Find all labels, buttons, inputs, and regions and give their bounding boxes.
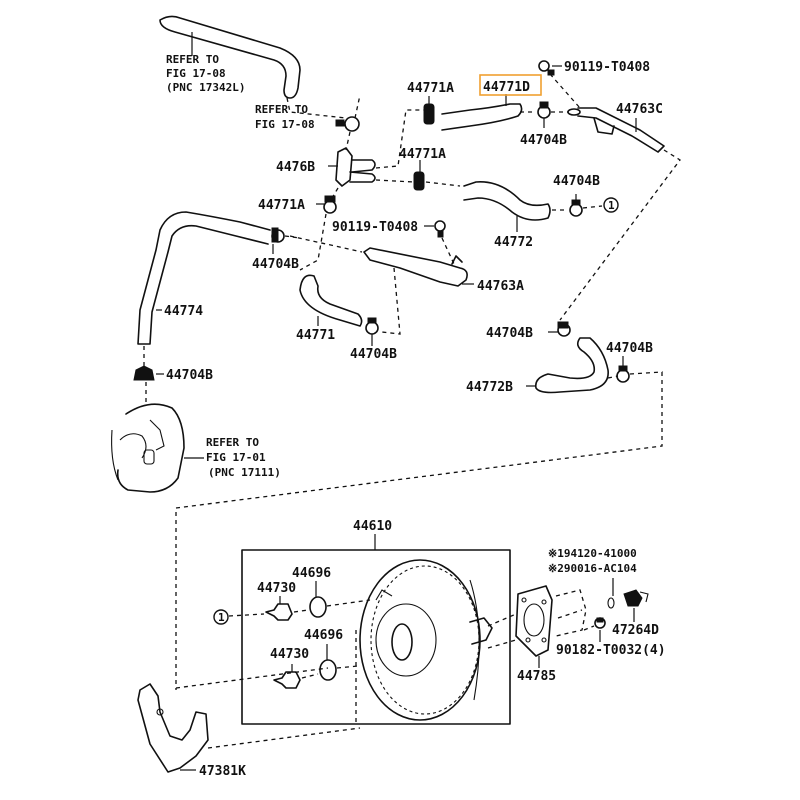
svg-text:44785: 44785 (517, 669, 556, 684)
svg-text:44772: 44772 (494, 235, 533, 250)
upper-hose-ref-17-08 (159, 15, 347, 119)
svg-text:(PNC 17342L): (PNC 17342L) (166, 81, 245, 94)
svg-text:44704B: 44704B (520, 133, 567, 148)
svg-text:90119-T0408: 90119-T0408 (564, 60, 650, 75)
vacuum-union-4476b[interactable]: 4476B (276, 147, 376, 187)
ref-marker-1-booster[interactable]: 1 (213, 609, 229, 625)
svg-text:47264D: 47264D (612, 623, 659, 638)
stud-44730-lower[interactable]: 44730 (270, 647, 309, 689)
hose-clamp-44771a-left[interactable]: 44771A (258, 195, 337, 214)
grommet-44696-upper[interactable]: 44696 (292, 566, 331, 618)
svg-text:REFER TO: REFER TO (255, 103, 308, 116)
svg-text:REFER TO: REFER TO (206, 436, 259, 449)
svg-text:44771A: 44771A (258, 198, 305, 213)
svg-text:FIG 17-08: FIG 17-08 (255, 118, 315, 131)
svg-text:44704B: 44704B (553, 174, 600, 189)
stud-44730-upper[interactable]: 44730 (257, 581, 296, 621)
svg-text:44771D: 44771D (483, 80, 530, 95)
svg-text:REFER TO: REFER TO (166, 53, 219, 66)
svg-text:44704B: 44704B (166, 368, 213, 383)
svg-text:44704B: 44704B (606, 341, 653, 356)
svg-text:44763C: 44763C (616, 102, 663, 117)
hose-clamp-44704b-left[interactable]: 44704B (252, 227, 299, 272)
svg-text:(PNC 17111): (PNC 17111) (208, 466, 281, 479)
svg-text:1: 1 (218, 611, 225, 624)
grommet-44696-lower[interactable]: 44696 (304, 628, 343, 681)
svg-text:90182-T0032(4): 90182-T0032(4) (556, 643, 666, 658)
hose-clamp-ref-17-08 (335, 116, 360, 132)
svg-text:44704B: 44704B (350, 347, 397, 362)
hose-clamp-44704b-r2[interactable]: 44704B (486, 321, 571, 341)
highlight-box (479, 74, 542, 96)
svg-text:1: 1 (608, 199, 615, 212)
svg-text:44771A: 44771A (407, 81, 454, 96)
hose-clamp-44704b-top[interactable]: 44704B (520, 101, 567, 148)
svg-text:FIG 17-08: FIG 17-08 (166, 67, 226, 80)
svg-text:44696: 44696 (292, 566, 331, 581)
brake-booster (359, 559, 493, 721)
ref-marker-1-top[interactable]: 1 (603, 197, 619, 213)
intake-manifold-ref-17-01 (111, 403, 204, 493)
svg-text:44730: 44730 (257, 581, 296, 596)
refer-callout-17-08-pnc-17342l[interactable]: REFER TO FIG 17-08 (PNC 17342L) (166, 53, 245, 94)
svg-text:44704B: 44704B (252, 257, 299, 272)
svg-text:4476B: 4476B (276, 160, 315, 175)
bolt-90119-t0408-top[interactable]: 90119-T0408 (538, 60, 650, 76)
svg-text:44704B: 44704B (486, 326, 533, 341)
svg-text:44772B: 44772B (466, 380, 513, 395)
vacuum-hose-44771[interactable]: 44771 (296, 274, 363, 343)
vacuum-hose-44772b[interactable]: 44772B (466, 337, 609, 395)
svg-text:44774: 44774 (164, 304, 203, 319)
vacuum-hose-44771d[interactable]: 44771D (441, 74, 542, 131)
refer-callout-17-01-pnc-17111[interactable]: REFER TO FIG 17-01 (PNC 17111) (206, 436, 281, 479)
vacuum-pipe-44763a[interactable]: 44763A (363, 247, 524, 294)
svg-text:44730: 44730 (270, 647, 309, 662)
grommet-44704b-bottom[interactable]: 44704B (133, 365, 213, 383)
svg-text:※194120-41000: ※194120-41000 (548, 547, 637, 560)
hose-clamp-44771a-top[interactable]: 44771A (407, 81, 454, 125)
svg-text:47381K: 47381K (199, 764, 246, 779)
hose-clamp-44704b-low[interactable]: 44704B (350, 317, 397, 362)
bracket-47381k[interactable]: 47381K (137, 683, 246, 779)
svg-text:90119-T0408: 90119-T0408 (332, 220, 418, 235)
refer-callout-17-08[interactable]: REFER TO FIG 17-08 (255, 103, 315, 131)
vacuum-hose-44774[interactable]: 44774 (137, 211, 271, 345)
sensor-47264d[interactable]: 47264D (612, 589, 659, 638)
svg-text:44771A: 44771A (399, 147, 446, 162)
vacuum-hose-44772[interactable]: 44772 (463, 181, 551, 250)
hose-clamp-44704b-r3[interactable]: 44704B (606, 341, 653, 383)
hose-clamp-44771a-mid[interactable]: 44771A (399, 147, 446, 191)
svg-text:44696: 44696 (304, 628, 343, 643)
svg-text:FIG 17-01: FIG 17-01 (206, 451, 266, 464)
bracket-clip-94120-90016[interactable]: ※194120-41000 ※290016-AC104 (548, 547, 637, 609)
vacuum-pipe-44763c[interactable]: 44763C (567, 102, 665, 153)
hose-clamp-44704b-right[interactable]: 44704B (553, 174, 600, 217)
svg-text:※290016-AC104: ※290016-AC104 (548, 562, 637, 575)
bolt-90119-t0408-mid[interactable]: 90119-T0408 (332, 220, 446, 238)
booster-assembly-44610[interactable]: 44610 (241, 519, 511, 725)
nut-90182-t0032[interactable]: 90182-T0032(4) (556, 617, 666, 658)
gasket-44785[interactable]: 44785 (515, 585, 556, 684)
svg-text:44771: 44771 (296, 328, 335, 343)
svg-text:44763A: 44763A (477, 279, 524, 294)
svg-text:44610: 44610 (353, 519, 392, 534)
